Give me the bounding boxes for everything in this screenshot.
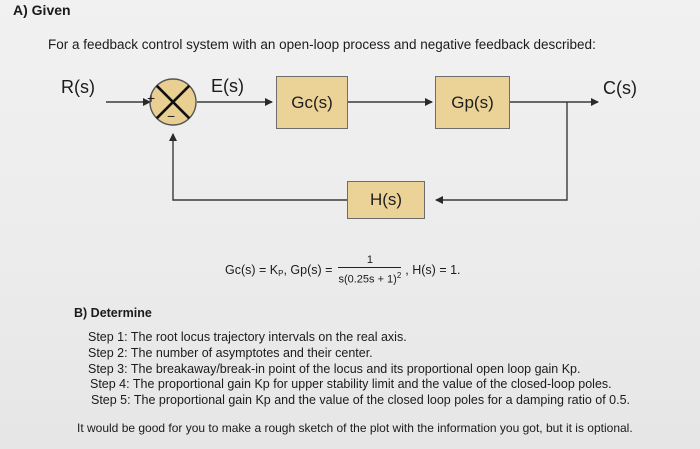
step-item: Step 2: The number of asymptotes and the… [88, 345, 373, 360]
gc-equation: Gc(s) = K [225, 263, 279, 278]
output-label: C(s) [603, 78, 637, 98]
gp-denominator-base: s(0.25s + 1) [338, 273, 397, 286]
process-block: Gp(s) [435, 76, 510, 129]
problem-intro: For a feedback control system with an op… [48, 37, 596, 52]
section-b-heading: B) Determine [74, 306, 152, 320]
step-item: Step 3: The breakaway/break-in point of … [88, 361, 581, 376]
feedback-return-path [169, 133, 347, 201]
gp-denominator: s(0.25s + 1)2 [338, 267, 402, 287]
step-item: Step 5: The proportional gain Kp and the… [91, 393, 631, 408]
minus-sign: − [167, 108, 176, 124]
gp-equation: , Gp(s) = [283, 263, 333, 278]
step-item: Step 4: The proportional gain Kp for upp… [90, 377, 612, 392]
steps-list: Step 1: The root locus trajectory interv… [88, 330, 630, 409]
gp-numerator: 1 [366, 254, 373, 266]
gc-subscript: P [278, 268, 284, 278]
feedback-block: H(s) [347, 181, 425, 219]
section-a-heading: A) Given [13, 2, 71, 18]
optional-note: It would be good for you to make a rough… [77, 421, 633, 435]
input-label: R(s) [61, 77, 95, 97]
step-item: Step 1: The root locus trajectory interv… [88, 330, 407, 344]
error-label: E(s) [211, 76, 244, 96]
plus-sign: + [147, 90, 156, 106]
summing-junction [149, 78, 197, 126]
controller-block: Gc(s) [276, 76, 348, 129]
gp-fraction: 1 s(0.25s + 1)2 [338, 254, 402, 287]
gp-denominator-exponent: 2 [396, 271, 402, 280]
h-equation: , H(s) = 1. [405, 263, 461, 278]
feedback-path [435, 102, 568, 204]
